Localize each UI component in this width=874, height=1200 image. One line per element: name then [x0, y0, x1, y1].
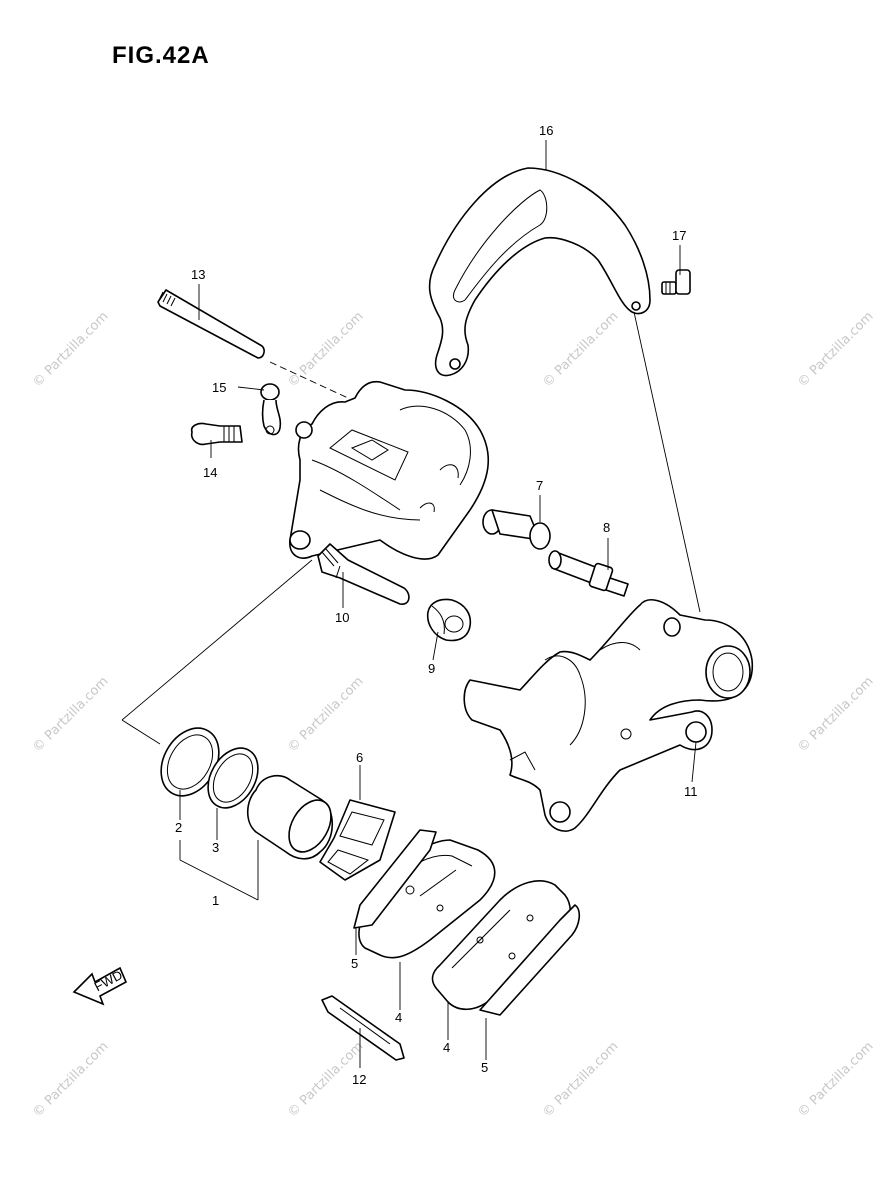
part-caliper-body — [289, 380, 490, 560]
callout-10: 10 — [335, 610, 349, 625]
part-shim-5b — [479, 904, 581, 1016]
callout-16: 16 — [539, 123, 553, 138]
part-bolt-8 — [548, 550, 629, 597]
callout-17: 17 — [672, 228, 686, 243]
part-bleeder-14 — [190, 422, 243, 446]
part-cap-15 — [260, 383, 282, 436]
callout-4-front: 4 — [395, 1010, 402, 1025]
part-seal-3 — [207, 747, 259, 809]
callout-3: 3 — [212, 840, 219, 855]
callout-12: 12 — [352, 1072, 366, 1087]
callout-1: 1 — [212, 893, 219, 908]
callout-5-front: 5 — [351, 956, 358, 971]
part-bolt-17 — [661, 269, 691, 295]
part-piston-1 — [246, 774, 333, 860]
callout-13: 13 — [191, 267, 205, 282]
part-boot-9 — [426, 598, 472, 642]
callout-labels: 16 17 13 15 14 7 8 10 9 11 6 2 3 1 5 4 4… — [175, 123, 698, 1087]
part-shim-12 — [321, 995, 405, 1061]
callout-7: 7 — [536, 478, 543, 493]
callout-6: 6 — [356, 750, 363, 765]
callout-15: 15 — [212, 380, 226, 395]
part-shim-5a — [353, 829, 437, 929]
part-sleeve-7 — [482, 509, 551, 550]
part-caliper-bracket-11 — [463, 599, 754, 832]
part-pad-pin-13 — [157, 289, 265, 359]
callout-8: 8 — [603, 520, 610, 535]
figure-title: FIG.42A — [112, 42, 210, 69]
part-hose-guard — [428, 167, 651, 377]
callout-14: 14 — [203, 465, 217, 480]
callout-2: 2 — [175, 820, 182, 835]
callout-4-rear: 4 — [443, 1040, 450, 1055]
part-slide-pin-10 — [317, 543, 410, 605]
leader-lines — [121, 140, 701, 1068]
callout-5-rear: 5 — [481, 1060, 488, 1075]
callout-9: 9 — [428, 661, 435, 676]
part-spring-6 — [319, 799, 396, 881]
callout-11: 11 — [684, 784, 698, 799]
fwd-arrow: FWD — [72, 966, 128, 1006]
